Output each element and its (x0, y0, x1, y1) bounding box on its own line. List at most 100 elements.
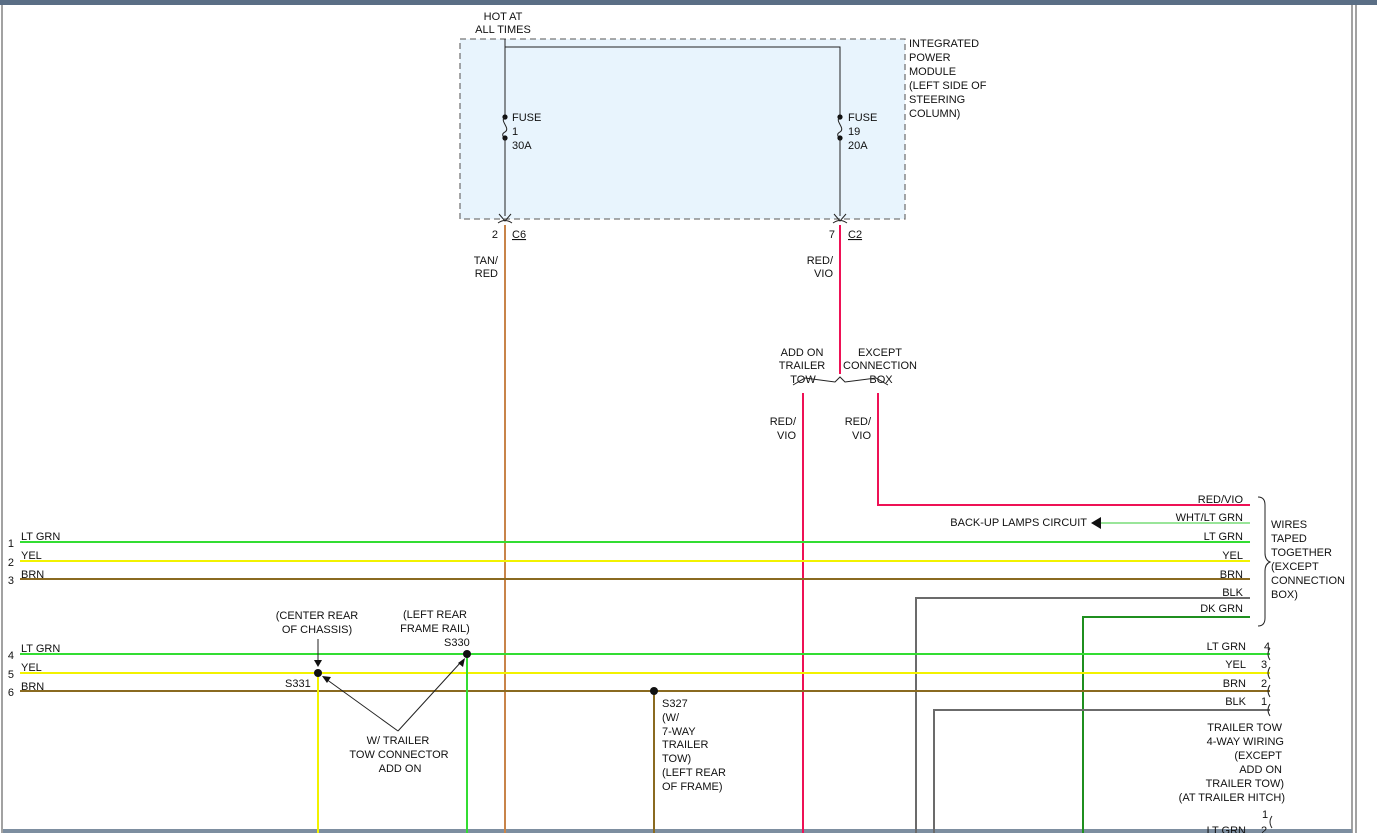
s327-label: S327 (662, 698, 688, 710)
module-label: INTEGRATED POWER MODULE (LEFT SIDE OF ST… (909, 38, 987, 120)
splice-s330 (463, 650, 471, 658)
red-vio-left-label: VIO (777, 430, 796, 442)
row-5-number: 5 (8, 669, 14, 681)
except-line: BOX (869, 374, 893, 386)
module-label-line: (LEFT SIDE OF (909, 80, 987, 92)
fuse-19-number: 19 (848, 126, 860, 138)
row-2-number: 2 (8, 557, 14, 569)
connector-c6-label: C6 (512, 229, 526, 241)
trailer-connector-note: TOW CONNECTOR (349, 749, 448, 761)
trailer-connector-note: W/ TRAILER (367, 735, 430, 747)
s327-note-line: (W/ (662, 712, 680, 724)
red-vio-end-label: RED/VIO (1198, 494, 1244, 506)
module-label-line: POWER (909, 52, 951, 64)
bottom-connector (1269, 815, 1273, 829)
row-6-number: 6 (8, 687, 14, 699)
s331-note: (CENTER REAR (276, 610, 359, 622)
fuse-1-number: 1 (512, 126, 518, 138)
s327-note: (W/ 7-WAY TRAILER TOW) (LEFT REAR OF FRA… (662, 712, 726, 793)
red-vio-top-label: RED/ (807, 255, 834, 267)
lt-grn-4way-label: LT GRN (1207, 641, 1246, 653)
fuse-1-rating: 30A (512, 140, 532, 152)
row-4-number: 4 (8, 650, 14, 662)
bottom-pin: 1 (1262, 809, 1268, 821)
red-vio-right-label: RED/ (845, 416, 872, 428)
fuse-outputs (504, 138, 841, 216)
arrow-down-icon (314, 660, 322, 667)
four-way-note-line: (EXCEPT (1234, 750, 1282, 762)
taped-note-line: WIRES (1271, 519, 1307, 531)
four-way-note-line: ADD ON (1239, 764, 1282, 776)
all-times-label: ALL TIMES (475, 24, 531, 36)
yel-end-label: YEL (1222, 550, 1243, 562)
wire-red-vio-except (877, 393, 1250, 506)
taped-note-line: TAPED (1271, 533, 1307, 545)
add-on-line: ADD ON (781, 347, 824, 359)
taped-note-line: BOX) (1271, 589, 1298, 601)
branch-except-connection-box: EXCEPT CONNECTION BOX (843, 347, 917, 386)
connector-c2: 7 C2 (829, 213, 862, 241)
s327-note-line: (LEFT REAR (662, 767, 726, 779)
row-3-label: BRN (21, 569, 44, 581)
connector-c6: 2 C6 (492, 213, 526, 241)
module-label-line: INTEGRATED (909, 38, 979, 50)
arrow-icon (458, 658, 465, 667)
tan-red-label: RED (475, 268, 498, 280)
bottom-pin: 2 (1261, 825, 1267, 833)
s327-note-line: TRAILER (662, 739, 709, 751)
row-6-label: BRN (21, 681, 44, 693)
s327-note-line: OF FRAME) (662, 781, 723, 793)
bottom-scrollbar[interactable] (3, 829, 1352, 833)
fuse-19-rating: 20A (848, 140, 868, 152)
wire-blk-lower (933, 709, 1270, 833)
s331-label: S331 (285, 678, 311, 690)
trailer-connector-pointer (325, 661, 462, 732)
red-vio-top-label: VIO (814, 268, 833, 280)
four-way-pin: 2 (1261, 678, 1267, 690)
fuse-19: FUSE 19 20A (837, 112, 877, 152)
yel-4way-label: YEL (1225, 659, 1246, 671)
arrow-left-icon (1091, 517, 1101, 529)
pin-7-label: 7 (829, 229, 835, 241)
lt-grn-bottom-label: LT GRN (1207, 825, 1246, 833)
row-1-label: LT GRN (21, 531, 60, 543)
s330-label: S330 (444, 637, 470, 649)
wht-lt-grn-label: WHT/LT GRN (1176, 512, 1243, 524)
except-line: EXCEPT (858, 347, 902, 359)
wire-blk-upper (915, 597, 1250, 833)
four-way-note: TRAILER TOW 4-WAY WIRING (EXCEPT ADD ON … (1179, 722, 1285, 804)
four-way-pin: 3 (1261, 659, 1267, 671)
except-line: CONNECTION (843, 360, 917, 372)
four-way-note-line: TRAILER TOW (1207, 722, 1282, 734)
red-vio-right-label: VIO (852, 430, 871, 442)
lt-grn-end-label: LT GRN (1204, 531, 1243, 543)
module-label-line: MODULE (909, 66, 956, 78)
taped-bracket (1257, 496, 1272, 627)
red-vio-left-label: RED/ (770, 416, 797, 428)
branch-bracket (792, 376, 889, 386)
taped-note-line: CONNECTION (1271, 575, 1345, 587)
row-3-number: 3 (8, 575, 14, 587)
pin-2-label: 2 (492, 229, 498, 241)
dk-grn-label: DK GRN (1200, 603, 1243, 615)
connector-c2-label: C2 (848, 229, 862, 241)
taped-note-line: TOGETHER (1271, 547, 1332, 559)
s330-note: (LEFT REAR (403, 609, 467, 621)
s331-note: OF CHASSIS) (282, 624, 352, 636)
row-1-number: 1 (8, 538, 14, 550)
brn-4way-label: BRN (1223, 678, 1246, 690)
four-way-note-line: TRAILER TOW) (1206, 778, 1284, 790)
four-way-note-line: (AT TRAILER HITCH) (1179, 792, 1285, 804)
integrated-power-module (459, 38, 906, 220)
splice-s331 (314, 669, 322, 677)
branch-add-on-trailer-tow: ADD ON TRAILER TOW (779, 347, 826, 386)
row-4-label: LT GRN (21, 643, 60, 655)
arrow-icon (322, 676, 331, 683)
s327-note-line: TOW) (662, 753, 691, 765)
fuse-1-label: FUSE (512, 112, 541, 124)
top-bar (0, 0, 1377, 5)
splice-s327 (650, 687, 658, 695)
taped-note-line: (EXCEPT (1271, 561, 1319, 573)
fuse-19-label: FUSE (848, 112, 877, 124)
